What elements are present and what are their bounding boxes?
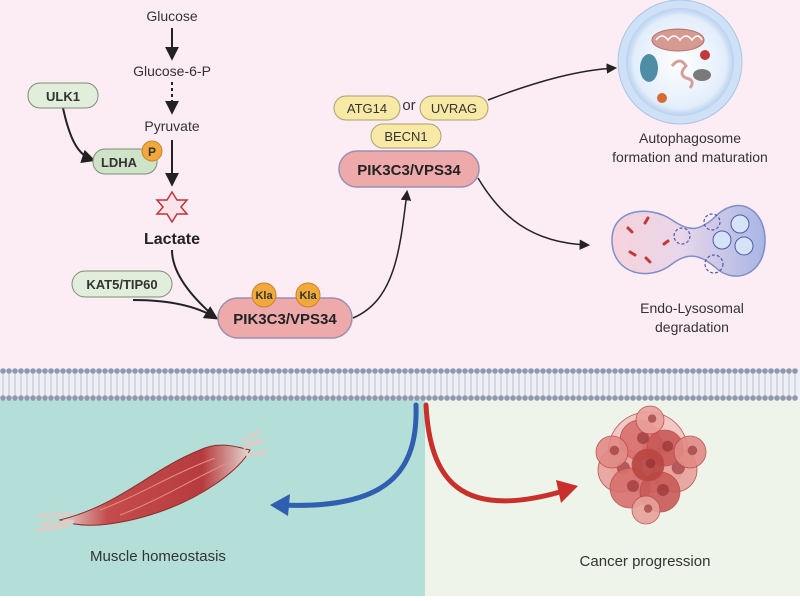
arrow-to-endolysosome [477,177,591,250]
blue-arrowhead [270,494,290,516]
kla-label-2: Kla [299,290,317,302]
or-label: or [402,97,415,114]
autophagosome-label-line2: formation and maturation [612,149,768,165]
endolysosome-label-line1: Endo-Lysosomal [640,300,744,316]
atg14-label: ATG14 [347,101,387,116]
arrow-to-autophagosome [487,63,618,101]
phospho-label: P [148,145,156,159]
lactate-star-icon [155,190,189,224]
blue-arrow-to-muscle [277,402,419,508]
autophagosome-label-line1: Autophagosome [639,130,741,146]
muscle-icon [36,430,268,532]
pik3c3-lactylated-label: PIK3C3/VPS34 [233,311,337,328]
phospho-badge [141,140,163,162]
pyruvate-label: Pyruvate [144,118,199,134]
red-arrowhead [556,480,578,503]
kla-label-1: Kla [255,290,273,302]
becn1-label: BECN1 [384,129,427,144]
kat5-pill [71,270,173,298]
muscle-homeostasis-label: Muscle homeostasis [90,548,226,565]
kla-badge-1 [251,282,277,308]
lactate-label: Lactate [144,231,200,248]
glucose-6-p-label: Glucose-6-P [133,63,211,79]
pik3c3-complex-pill [338,150,480,188]
cancer-progression-label: Cancer progression [580,553,711,570]
ldha-label: LDHA [101,155,138,170]
arrow-pik-to-complex [352,189,412,319]
endolysosome-label-line2: degradation [655,319,729,335]
pik3c3-lactylated-pill [217,297,353,339]
cell-membrane [0,368,800,401]
endolysosome-icon [611,204,766,277]
autophagosome-icon [617,0,743,125]
red-arrow-to-cancer [423,402,563,504]
kla-badge-2 [295,282,321,308]
atg14-pill [333,95,401,121]
arrow-kat5-to-pik [132,299,219,320]
ulk1-label: ULK1 [46,89,80,104]
kat5-label: KAT5/TIP60 [86,277,157,292]
uvrag-pill [419,95,489,121]
becn1-pill [370,123,442,149]
ldha-pill [92,148,158,175]
arrow-ulk1-to-ldha [62,107,96,164]
tumor-icon [595,405,707,525]
pik3c3-complex-label: PIK3C3/VPS34 [357,162,461,179]
glucose-label: Glucose [146,8,198,24]
uvrag-label: UVRAG [431,101,477,116]
arrow-lactate-to-pik [171,249,217,319]
ulk1-pill [27,82,99,109]
